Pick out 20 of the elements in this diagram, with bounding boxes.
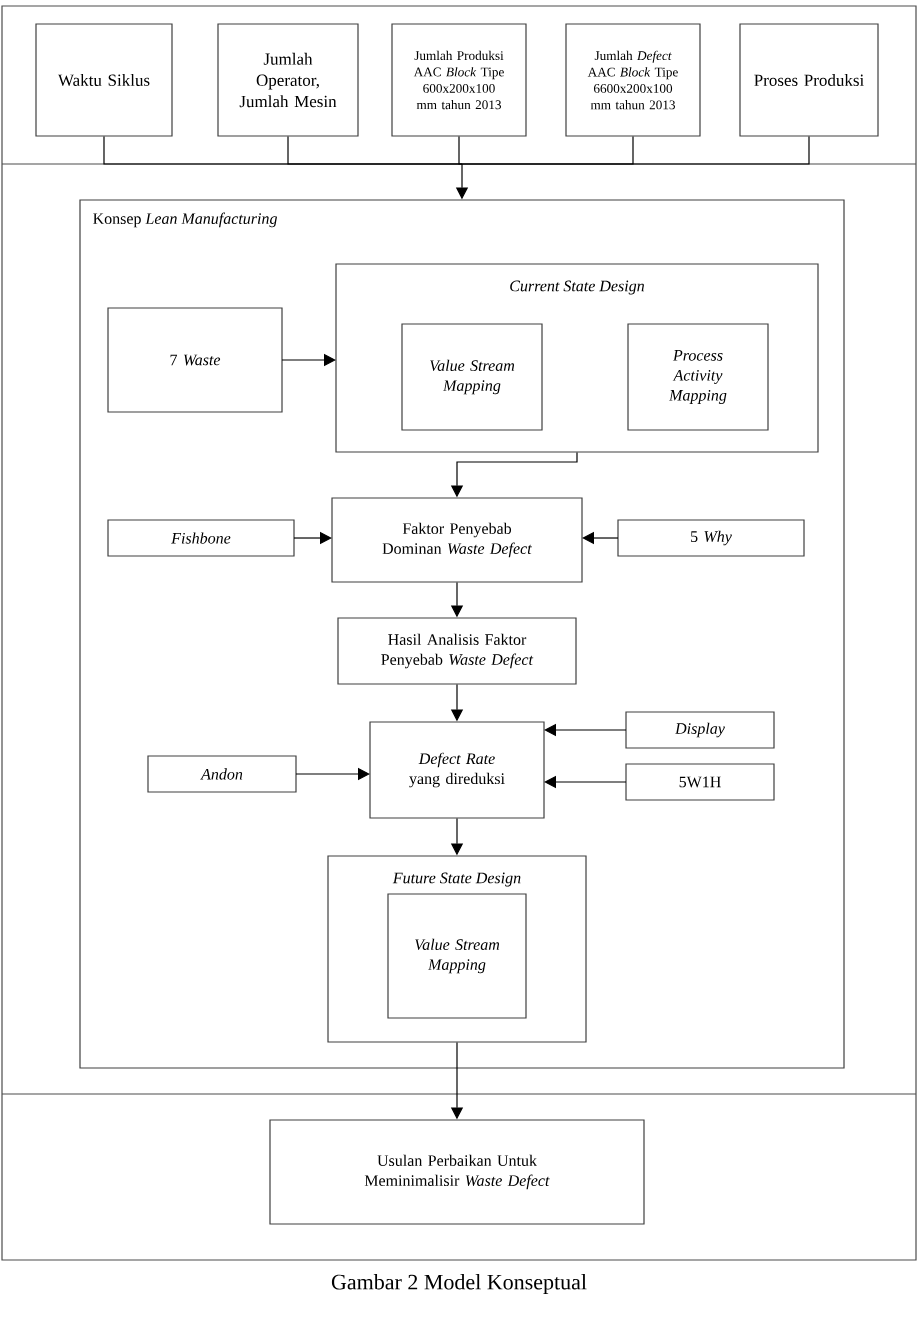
process-box: Process Activity Mapping <box>627 323 769 431</box>
process-box: Faktor Penyebab Dominan Waste Defect <box>331 497 583 583</box>
process-box: 7 Waste <box>107 307 283 413</box>
connector-line <box>461 136 810 165</box>
process-box: Usulan Perbaikan Untuk Meminimalisir Waste Defect <box>269 1119 645 1225</box>
figure-caption: Gambar 2 Model Konseptual <box>331 1274 587 1294</box>
connector-line <box>458 136 463 165</box>
process-box: 5W1H <box>625 763 775 801</box>
process-box: Fishbone <box>107 519 295 557</box>
process-box: Proses Produksi <box>739 23 879 137</box>
process-box: Andon <box>147 755 297 793</box>
process-box: Value Stream Mapping <box>387 893 527 1019</box>
process-box: 5 Why <box>617 519 805 557</box>
connector-line <box>287 136 463 165</box>
process-box: Waktu Siklus <box>35 23 173 137</box>
process-box: Value Stream Mapping <box>401 323 543 431</box>
process-box: Display <box>625 711 775 749</box>
process-box: Jumlah Operator, Jumlah Mesin <box>217 23 359 137</box>
process-box: Hasil Analisis Faktor Penyebab Waste Defect <box>337 617 577 685</box>
process-box: Defect Rate yang direduksi <box>369 721 545 819</box>
